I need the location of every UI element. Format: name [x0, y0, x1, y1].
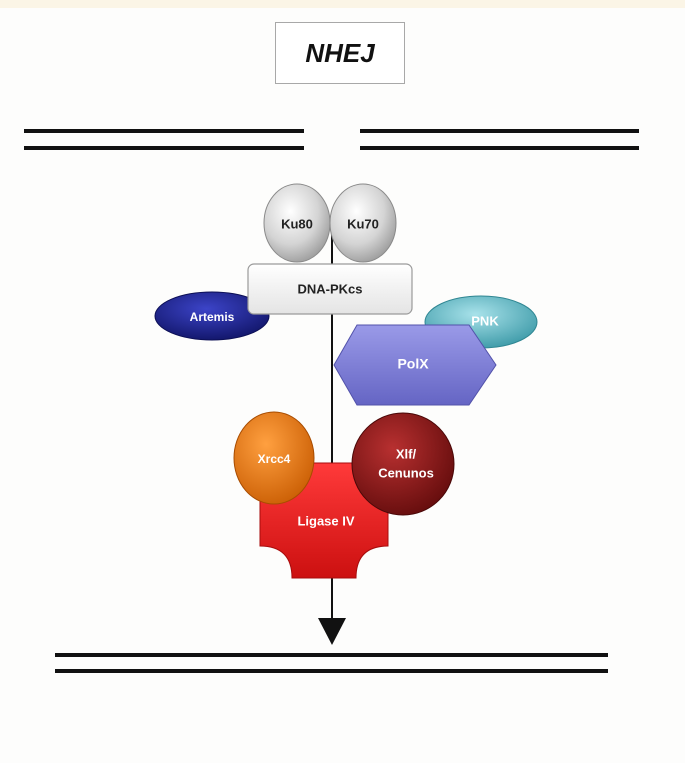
- top-band: [0, 0, 685, 8]
- pathway-arrowhead: [318, 618, 346, 645]
- artemis-label: Artemis: [190, 310, 235, 324]
- repaired-dna: [55, 653, 608, 673]
- ku70-label: Ku70: [347, 216, 379, 231]
- broken-dna-right: [360, 129, 639, 150]
- ligase-iv-label: Ligase IV: [297, 513, 354, 528]
- title-box: NHEJ: [275, 22, 405, 84]
- polx-protein: PolX: [333, 324, 497, 406]
- ku80-protein: Ku80: [263, 183, 331, 263]
- ku80-label: Ku80: [281, 216, 313, 231]
- artemis-protein: Artemis: [154, 291, 270, 341]
- dna-pkcs-protein: DNA-PKcs: [247, 263, 413, 315]
- xrcc4-protein: Xrcc4: [233, 411, 315, 505]
- pnk-label: PNK: [471, 313, 499, 328]
- polx-label: PolX: [397, 356, 429, 372]
- xlf-cernunnos-protein: Xlf/ Cenunos: [351, 412, 455, 516]
- xlf-label-line1: Xlf/: [396, 446, 417, 461]
- xlf-label-line2: Cenunos: [378, 465, 434, 480]
- broken-dna-left: [24, 129, 304, 150]
- dna-pkcs-label: DNA-PKcs: [297, 281, 362, 296]
- diagram-title: NHEJ: [305, 37, 375, 68]
- xrcc4-label: Xrcc4: [258, 452, 291, 466]
- ku70-protein: Ku70: [329, 183, 397, 263]
